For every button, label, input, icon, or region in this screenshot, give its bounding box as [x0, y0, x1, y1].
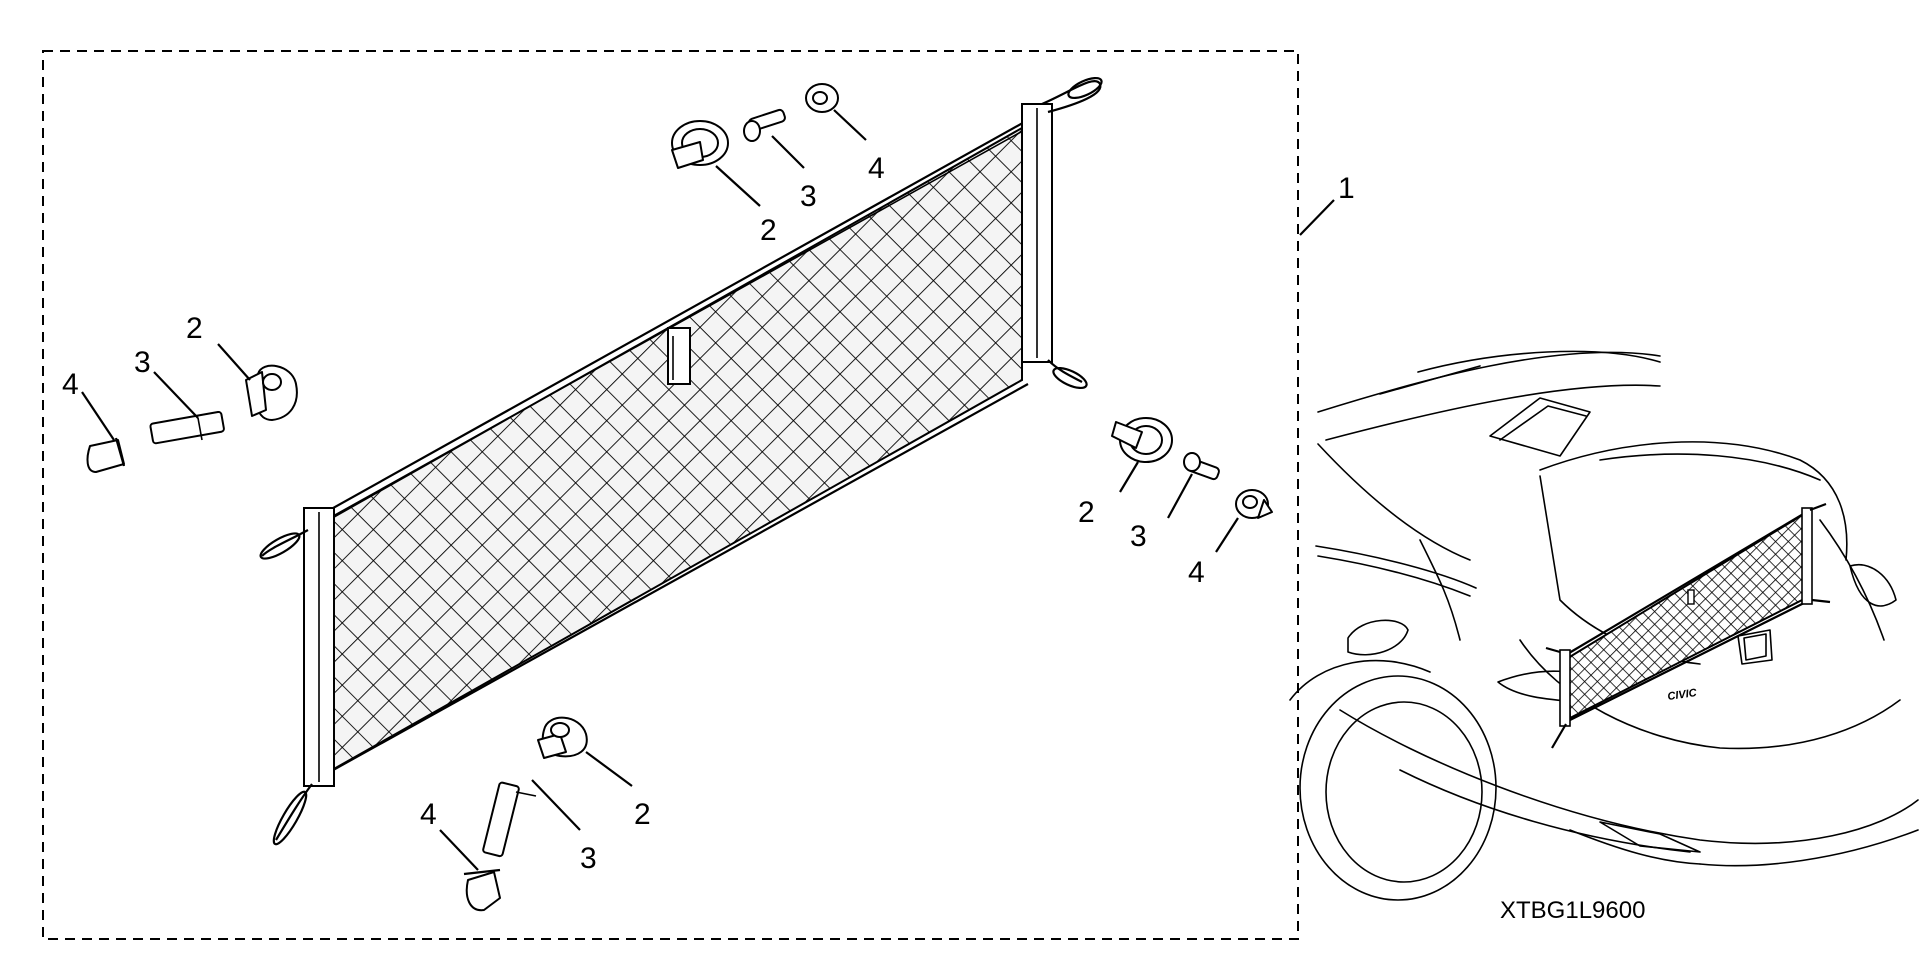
upper-bracket-part: [671, 120, 729, 169]
callout-upper-4: 4: [868, 152, 885, 185]
lower-clip-part: [463, 868, 501, 912]
callout-lower-3: 3: [580, 842, 597, 875]
callout-left-2: 2: [186, 312, 203, 345]
net-center-tag: [667, 327, 691, 385]
upper-right-parts: 2 3 4: [671, 83, 885, 247]
car-illustration: CIVIC: [1289, 350, 1919, 901]
left-clip-part: [86, 437, 126, 473]
net-loop-left-upper: [259, 529, 309, 560]
callout-right-3: 3: [1130, 520, 1147, 553]
net-top-cord: [325, 119, 1029, 513]
installed-net: [1545, 502, 1831, 749]
right-nut-part: [1235, 489, 1273, 519]
cargo-net: [259, 76, 1103, 846]
callout-lower-2: 2: [634, 798, 651, 831]
drawing-code: XTBG1L9600: [1500, 897, 1645, 924]
kit-boundary: [42, 50, 1299, 940]
callout-left-4: 4: [62, 368, 79, 401]
lower-pin-part: [482, 781, 537, 858]
net-loop-left-lower: [272, 783, 313, 846]
car-badge: CIVIC: [1667, 687, 1699, 703]
upper-nut-part: [805, 83, 839, 113]
lower-parts: 2 3 4: [420, 716, 651, 912]
callout-right-2: 2: [1078, 496, 1095, 529]
left-bracket-part: [245, 364, 298, 421]
callout-kit: 1: [1338, 172, 1355, 205]
upper-pin-part: [743, 108, 786, 142]
lower-bracket-part: [537, 716, 588, 759]
net-mesh: [331, 126, 1023, 772]
left-pin-part: [149, 410, 225, 445]
callout-left-3: 3: [134, 346, 151, 379]
right-bracket-part: [1111, 417, 1173, 463]
callout-lower-4: 4: [420, 798, 437, 831]
callout-upper-2: 2: [760, 214, 777, 247]
net-loop-right-lower: [1047, 359, 1088, 390]
callout-upper-3: 3: [800, 180, 817, 213]
net-bottom-cord: [325, 383, 1029, 775]
left-parts: 2 3 4: [62, 312, 298, 473]
leader-kit: [1299, 199, 1335, 236]
net-loop-top-right: [1041, 76, 1103, 114]
callout-right-4: 4: [1188, 556, 1205, 589]
right-pin-part: [1183, 452, 1220, 481]
rear-wheel: [1299, 675, 1497, 901]
right-parts: 2 3 4: [1078, 417, 1273, 589]
